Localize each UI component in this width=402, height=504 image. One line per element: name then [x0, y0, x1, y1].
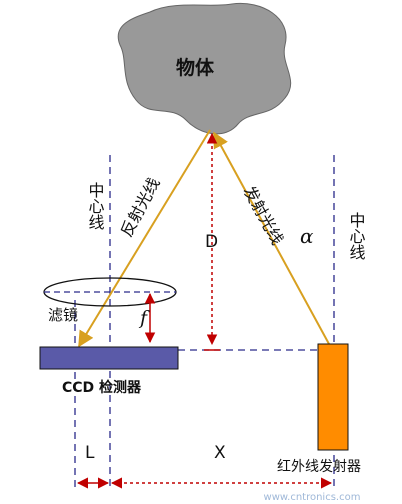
l-label: L — [85, 443, 95, 463]
ccd-detector — [39, 346, 179, 370]
reflected-ray — [78, 129, 211, 348]
watermark: www.cntronics.com — [264, 492, 361, 503]
x-label: X — [214, 443, 226, 463]
center-line-right-label: 中心线 — [347, 212, 366, 260]
object-label: 物体 — [176, 56, 215, 79]
distance-label: D — [205, 232, 218, 252]
emitted-ray — [213, 131, 330, 345]
filter-label: 滤镜 — [48, 306, 78, 324]
ir-emitter — [317, 343, 349, 451]
object-shape — [117, 2, 292, 135]
focal-label: f — [138, 307, 150, 329]
reflected-ray-label: 反射光线 — [117, 174, 164, 239]
emitted-ray-label: 发射光线 — [240, 183, 288, 248]
ccd-label: CCD 检测器 — [62, 379, 142, 396]
center-line-left-label: 中心线 — [86, 182, 105, 230]
emitter-label: 红外线发射器 — [277, 459, 361, 475]
angle-label: α — [300, 224, 314, 248]
